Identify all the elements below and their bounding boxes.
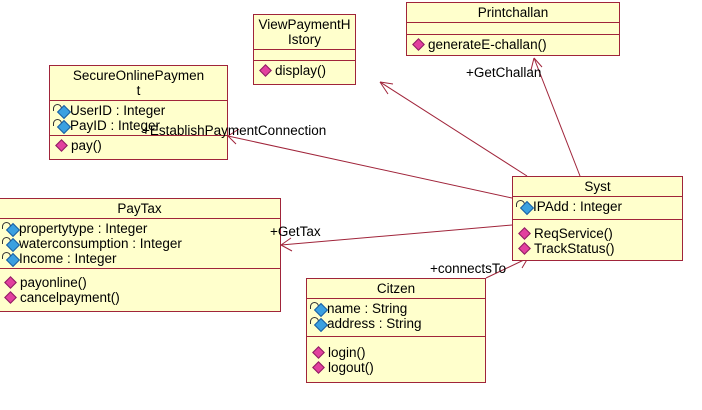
operation-label: payonline(): [20, 275, 87, 290]
attribute-row: address : String: [310, 316, 482, 333]
operation-row: logout(): [310, 360, 482, 375]
class-secure-online-payment[interactable]: SecureOnlinePaymen t UserID : Integer Pa…: [49, 65, 228, 160]
operation-section: pay(): [50, 135, 227, 159]
operation-icon: [55, 139, 68, 152]
edge-syst-to-printchallan: [533, 57, 581, 177]
class-paytax[interactable]: PayTax propertytype : Integer waterconsu…: [0, 198, 281, 312]
attribute-icon: [516, 200, 535, 216]
operation-icon: [518, 227, 531, 240]
edge-syst-arrowhead-view: [379, 81, 394, 95]
association-label-get-tax: +GetTax: [270, 224, 321, 239]
attribute-row: PayID : Integer: [53, 118, 224, 135]
edge-syst-to-paytax: [280, 224, 513, 246]
attribute-row: name : String: [310, 301, 482, 318]
operation-section: ReqService() TrackStatus(): [513, 219, 682, 260]
edge-syst-arrowhead-printchallan: [530, 57, 543, 71]
class-view-payment-history[interactable]: ViewPaymentH Istory display(): [253, 14, 356, 85]
attribute-icon: [2, 222, 21, 238]
edge-syst-to-view-payment-history: [379, 81, 528, 177]
attribute-section: propertytype : Integer waterconsumption …: [0, 219, 280, 268]
operation-label: ReqService(): [534, 226, 613, 241]
operation-label: TrackStatus(): [534, 241, 615, 256]
operation-label: cancelpayment(): [20, 290, 120, 305]
attribute-icon: [2, 237, 21, 253]
association-label-connects-to: +connectsTo: [430, 261, 507, 276]
association-label-establish-payment: +EstablishPaymentConnection: [142, 123, 327, 138]
attribute-row: waterconsumption : Integer: [2, 236, 277, 253]
attribute-label: Income : Integer: [19, 251, 117, 266]
operation-section: payonline() cancelpayment(): [0, 268, 280, 311]
class-printchallan[interactable]: Printchallan generateE-challan(): [406, 2, 620, 56]
attribute-section: IPAdd : Integer: [513, 197, 682, 219]
class-name: Syst: [513, 177, 682, 197]
operation-icon: [259, 64, 272, 77]
attribute-section: [254, 50, 355, 60]
operation-row: display(): [257, 63, 352, 78]
attribute-row: IPAdd : Integer: [516, 199, 679, 216]
attribute-icon: [53, 119, 72, 135]
edge-syst-to-secure-online-payment: [227, 135, 513, 199]
attribute-icon: [310, 302, 329, 318]
class-name: PayTax: [0, 199, 280, 219]
operation-label: display(): [275, 63, 327, 78]
operation-icon: [4, 276, 17, 289]
attribute-icon: [310, 317, 329, 333]
operation-section: generateE-challan(): [407, 34, 619, 55]
operation-row: pay(): [53, 138, 224, 153]
class-name: Citzen: [307, 279, 485, 299]
operation-icon: [312, 361, 325, 374]
edge-syst-arrowhead-secure: [227, 128, 240, 145]
attribute-label: name : String: [327, 301, 408, 316]
association-label-get-challan: +GetChallan: [466, 65, 542, 80]
attribute-label: PayID : Integer: [70, 118, 161, 133]
operation-row: generateE-challan(): [410, 37, 616, 52]
operation-icon: [518, 242, 531, 255]
operation-icon: [4, 291, 17, 304]
operation-row: cancelpayment(): [2, 290, 277, 305]
attribute-section: UserID : Integer PayID : Integer: [50, 101, 227, 135]
operation-label: login(): [328, 345, 366, 360]
attribute-label: IPAdd : Integer: [533, 199, 623, 214]
operation-row: payonline(): [2, 275, 277, 290]
operation-icon: [412, 38, 425, 51]
class-name: ViewPaymentH Istory: [254, 15, 355, 50]
attribute-row: UserID : Integer: [53, 103, 224, 120]
class-syst[interactable]: Syst IPAdd : Integer ReqService() TrackS…: [512, 176, 683, 261]
operation-section: login() logout(): [307, 336, 485, 382]
operation-label: pay(): [71, 138, 102, 153]
class-name: SecureOnlinePaymen t: [50, 66, 227, 101]
operation-label: generateE-challan(): [428, 37, 547, 52]
attribute-label: propertytype : Integer: [19, 221, 148, 236]
attribute-section: [407, 23, 619, 34]
class-name: Printchallan: [407, 3, 619, 23]
operation-section: display(): [254, 60, 355, 84]
attribute-icon: [53, 104, 72, 120]
attribute-icon: [2, 252, 21, 268]
edge-syst-arrowhead-paytax: [280, 237, 293, 252]
attribute-label: address : String: [327, 316, 422, 331]
operation-row: TrackStatus(): [516, 241, 679, 256]
edge-citzen-to-syst: [485, 257, 529, 279]
operation-icon: [312, 346, 325, 359]
attribute-row: Income : Integer: [2, 251, 277, 268]
operation-row: login(): [310, 345, 482, 360]
operation-label: logout(): [328, 360, 374, 375]
attribute-label: UserID : Integer: [70, 103, 166, 118]
class-citzen[interactable]: Citzen name : String address : String lo…: [306, 278, 486, 383]
attribute-label: waterconsumption : Integer: [19, 236, 182, 251]
operation-row: ReqService(): [516, 226, 679, 241]
attribute-row: propertytype : Integer: [2, 221, 277, 238]
attribute-section: name : String address : String: [307, 299, 485, 336]
